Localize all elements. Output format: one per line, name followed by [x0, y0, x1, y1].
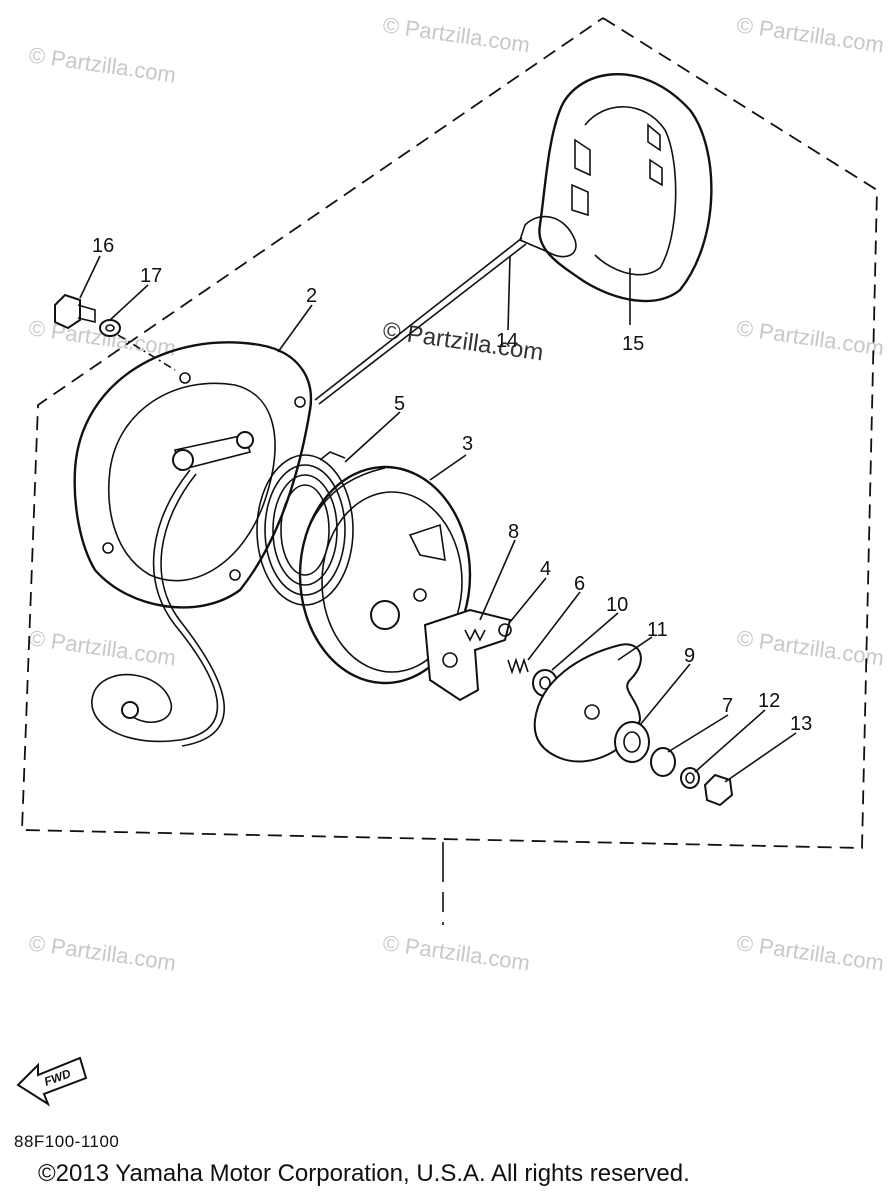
recoil-spring [256, 451, 354, 606]
leader-lines [79, 255, 797, 783]
callout-6: 6 [574, 573, 585, 595]
callout-16: 16 [92, 235, 114, 257]
nut [703, 773, 734, 807]
watermark: © Partzilla.com [735, 12, 885, 57]
callout-12: 12 [758, 690, 780, 712]
watermarks: © Partzilla.com © Partzilla.com © Partzi… [27, 12, 885, 975]
spring-small [507, 657, 529, 675]
callout-10: 10 [606, 594, 628, 616]
watermark: © Partzilla.com [27, 625, 177, 670]
watermark: © Partzilla.com [735, 930, 885, 975]
callout-4: 4 [540, 558, 551, 580]
callout-13: 13 [790, 713, 812, 735]
callout-11: 11 [647, 619, 668, 641]
copyright-notice: ©2013 Yamaha Motor Corporation, U.S.A. A… [38, 1160, 690, 1187]
callout-17: 17 [140, 265, 162, 287]
watermark: © Partzilla.com [735, 315, 885, 360]
spring-washer [614, 721, 650, 763]
plain-washer [650, 747, 676, 777]
sheave-drum [298, 465, 472, 685]
lock-washer [680, 767, 700, 789]
friction-plate [533, 643, 642, 763]
starter-case [73, 341, 313, 609]
watermark: © Partzilla.com [27, 930, 177, 975]
fwd-arrow-icon: FWD [16, 1056, 88, 1107]
watermark: © Partzilla.com [735, 625, 885, 670]
callout-2: 2 [306, 285, 317, 307]
callouts: 16 17 2 14 15 5 3 8 4 6 10 11 9 7 12 13 [92, 235, 812, 735]
bolt [54, 293, 96, 330]
callout-8: 8 [508, 521, 519, 543]
callout-5: 5 [394, 393, 405, 415]
callout-14: 14 [496, 330, 518, 352]
washer [99, 319, 121, 337]
watermark: © Partzilla.com [381, 12, 531, 57]
diagram-code: 88F100-1100 [14, 1132, 120, 1151]
ratchet-pawl [423, 608, 512, 702]
starter-handle [519, 73, 713, 303]
starter-rope [91, 237, 527, 747]
watermark: © Partzilla.com [27, 42, 177, 87]
callout-15: 15 [622, 333, 644, 355]
callout-9: 9 [684, 645, 695, 667]
watermark-center: © Partzilla.com [381, 317, 545, 366]
axis-line [117, 334, 176, 371]
callout-7: 7 [722, 695, 733, 717]
assembly-boundary [21, 17, 878, 849]
watermark: © Partzilla.com [381, 930, 531, 975]
callout-3: 3 [462, 433, 473, 455]
